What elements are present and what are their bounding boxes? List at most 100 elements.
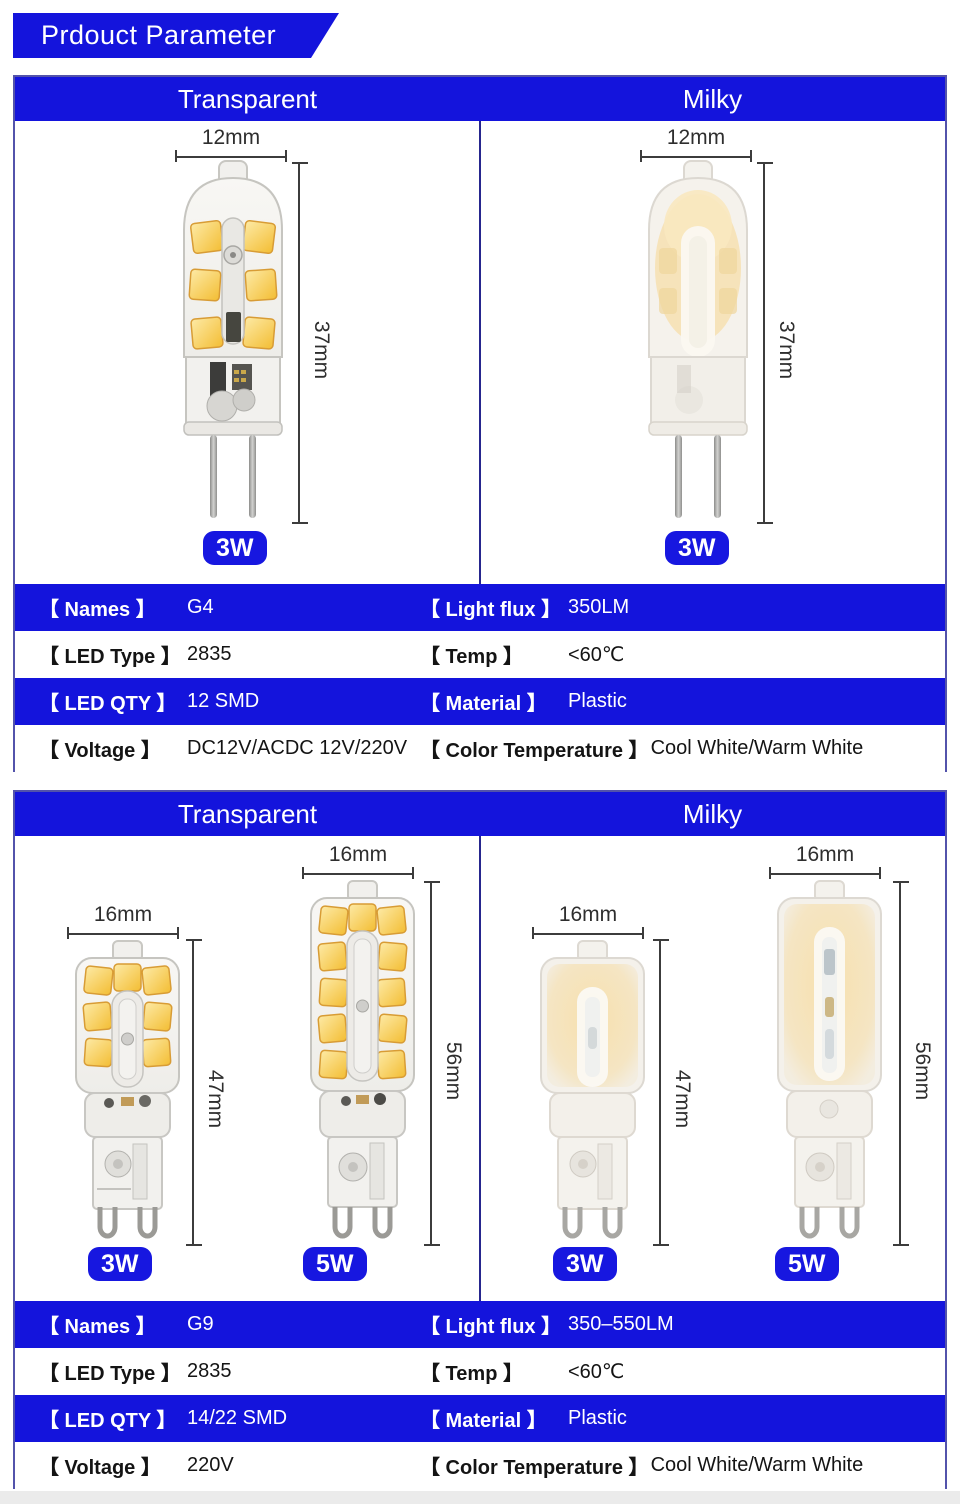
column-divider (479, 836, 481, 1301)
g9-column-headers: Transparent Milky (15, 792, 945, 836)
power-badge: 3W (88, 1247, 152, 1281)
power-badge: 5W (303, 1247, 367, 1281)
height-dimension-line (893, 881, 909, 1246)
height-dimension-label: 47mm (671, 1069, 694, 1128)
spec-label: 【 LED QTY 】 (39, 1410, 177, 1432)
spec-label: 【 Color Temperature 】 (420, 1457, 649, 1479)
spec-label: 【 LED Type 】 (39, 646, 181, 668)
spec-label: 【 Voltage 】 (39, 740, 161, 762)
page-bottom-strip (0, 1491, 960, 1504)
g9-transparent-3w-bulb-image (75, 940, 180, 1239)
g9-milky-5w-bulb-image (777, 880, 882, 1239)
power-badge-label: 5W (316, 1249, 354, 1278)
spec-label: 【 Color Temperature 】 (420, 740, 649, 762)
height-dimension-line (186, 939, 202, 1246)
width-dimension-label: 12mm (666, 126, 726, 149)
power-badge-label: 5W (788, 1249, 826, 1278)
g4-column-headers: Transparent Milky (15, 77, 945, 121)
spec-label: 【 Voltage 】 (39, 1457, 161, 1479)
spec-value: 12 SMD (187, 690, 260, 712)
width-dimension-line (769, 867, 881, 879)
height-dimension-label: 37mm (310, 321, 333, 380)
g4-transparent-figure: 12mm (15, 121, 480, 584)
height-dimension: 37mm (756, 162, 798, 524)
spec-value: <60℃ (568, 644, 625, 666)
spec-value: G9 (187, 1313, 214, 1335)
height-dimension: 47mm (652, 939, 694, 1246)
spec-value: 220V (187, 1454, 234, 1476)
g4-milky-bulb-image (648, 160, 748, 518)
g9-milky-figures: 16mm 47mm (480, 836, 945, 1301)
spec-label: 【 Light flux 】 (420, 1316, 562, 1338)
height-dimension-label: 56mm (442, 1041, 465, 1100)
g4-milky-figure: 12mm (480, 121, 945, 584)
height-dimension: 56mm (423, 881, 465, 1246)
height-dimension: 47mm (185, 939, 227, 1246)
height-dimension: 37mm (291, 162, 333, 524)
height-dimension-line (424, 881, 440, 1246)
g4-milky-header: Milky (682, 83, 743, 114)
spec-value: <60℃ (568, 1361, 625, 1383)
spec-value: 2835 (187, 643, 232, 665)
spec-label: 【 Material 】 (420, 1410, 547, 1432)
spec-label: 【 Names 】 (39, 1316, 156, 1338)
spec-row: 【 LED QTY 】 12 SMD 【 Material 】 Plastic (15, 678, 945, 725)
g9-transparent-5w-bulb-image (310, 880, 415, 1239)
g4-spec-table: 【 Names 】G4 【 Light flux 】350LM 【 LED Ty… (15, 584, 945, 772)
spec-row: 【 LED Type 】 2835 【 Temp 】 <60℃ (15, 1348, 945, 1395)
width-dimension: 16mm (532, 904, 644, 939)
height-dimension-label: 56mm (911, 1041, 934, 1100)
spec-value: DC12V/ACDC 12V/220V (187, 737, 408, 759)
g4-image-area: 12mm (15, 121, 945, 584)
g9-milky-3w-bulb-image (540, 940, 645, 1239)
height-dimension-line (653, 939, 669, 1246)
height-dimension-line (292, 162, 308, 524)
width-dimension: 12mm (640, 127, 752, 162)
width-dimension-label: 12mm (201, 126, 261, 149)
width-dimension: 16mm (302, 844, 414, 879)
spec-row: 【 Names 】G9 【 Light flux 】350–550LM (15, 1301, 945, 1348)
width-dimension: 16mm (67, 904, 179, 939)
power-badge-label: 3W (566, 1249, 604, 1278)
width-dimension-label: 16mm (93, 903, 153, 926)
power-badge: 3W (665, 531, 729, 565)
spec-label: 【 Light flux 】 (420, 599, 562, 621)
g9-transparent-header: Transparent (177, 798, 318, 829)
spec-row: 【 Voltage 】 DC12V/ACDC 12V/220V 【 Color T… (15, 725, 945, 772)
spec-row: 【 Names 】G4 【 Light flux 】350LM (15, 584, 945, 631)
g9-transparent-figures: 16mm (15, 836, 480, 1301)
spec-value: Cool White/Warm White (650, 737, 864, 759)
width-dimension-line (532, 927, 644, 939)
spec-label: 【 Material 】 (420, 693, 547, 715)
power-badge: 5W (775, 1247, 839, 1281)
spec-value: Plastic (568, 1407, 627, 1429)
spec-row: 【 Voltage 】 220V 【 Color Temperature 】Coo… (15, 1442, 945, 1489)
spec-row: 【 LED QTY 】 14/22 SMD 【 Material 】 Plastic (15, 1395, 945, 1442)
spec-label: 【 Temp 】 (420, 1363, 523, 1385)
spec-value: 2835 (187, 1360, 232, 1382)
width-dimension-line (67, 927, 179, 939)
power-badge-label: 3W (678, 533, 716, 562)
spec-label: 【 Names 】 (39, 599, 156, 621)
width-dimension-line (640, 150, 752, 162)
width-dimension-label: 16mm (558, 903, 618, 926)
spec-label: 【 LED QTY 】 (39, 693, 177, 715)
page-title: Prdouct Parameter (41, 20, 277, 50)
spec-value: Plastic (568, 690, 627, 712)
power-badge-label: 3W (216, 533, 254, 562)
spec-value: 14/22 SMD (187, 1407, 288, 1429)
width-dimension: 16mm (769, 844, 881, 879)
width-dimension-label: 16mm (795, 843, 855, 866)
spec-label: 【 Temp 】 (420, 646, 523, 668)
power-badge-label: 3W (101, 1249, 139, 1278)
width-dimension: 12mm (175, 127, 287, 162)
power-badge: 3W (553, 1247, 617, 1281)
g9-image-area: 16mm (15, 836, 945, 1301)
g9-product-section: Transparent Milky 16mm (13, 790, 947, 1489)
width-dimension-line (175, 150, 287, 162)
spec-value: Cool White/Warm White (650, 1454, 864, 1476)
power-badge: 3W (203, 531, 267, 565)
g9-spec-table: 【 Names 】G9 【 Light flux 】350–550LM 【 LE… (15, 1301, 945, 1489)
spec-label: 【 LED Type 】 (39, 1363, 181, 1385)
